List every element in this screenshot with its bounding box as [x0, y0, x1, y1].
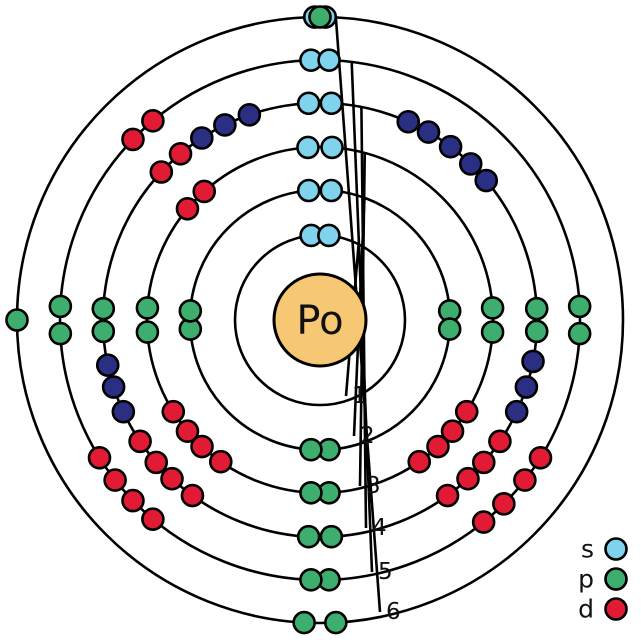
electron-p-shell5-5 [299, 568, 323, 592]
shell-number-label-6: 6 [386, 599, 401, 625]
shell-number-label-1: 1 [352, 383, 367, 409]
electron-f-shell4-22 [213, 113, 237, 137]
electron-d-shell3-17 [192, 179, 217, 204]
electron-p-shell5-2 [48, 321, 73, 346]
electron-f-shell4-21 [514, 375, 539, 399]
electron-p-shell3-3 [135, 296, 160, 320]
electron-s-shell2-0 [296, 178, 321, 203]
electron-d-shell3-15 [407, 449, 432, 474]
electron-d-shell4-16 [168, 141, 193, 166]
electron-f-shell4-28 [95, 353, 120, 377]
electron-d-shell3-9 [161, 399, 186, 424]
electron-p-shell2-5 [299, 437, 323, 462]
electron-d-shell5-12 [528, 445, 553, 470]
shell-number-label-4: 4 [372, 515, 387, 541]
electron-p-shell4-7 [524, 319, 549, 344]
electron-f-shell4-19 [101, 375, 126, 399]
legend-swatch-s [604, 537, 628, 561]
electron-p-shell5-7 [567, 321, 592, 346]
electron-d-shell5-9 [87, 445, 112, 470]
electron-d-shell3-14 [426, 434, 450, 459]
electron-d-shell4-10 [180, 483, 205, 508]
legend-label-d: d [578, 595, 594, 624]
electron-d-shell4-14 [456, 466, 480, 491]
shell-number-label-2: 2 [360, 423, 375, 449]
electron-d-shell5-14 [492, 492, 516, 516]
electron-p-shell3-2 [135, 320, 160, 344]
electron-p-shell4-3 [91, 296, 116, 321]
electron-d-shell5-8 [103, 468, 127, 492]
electron-f-shell4-18 [111, 399, 136, 424]
electron-f-shell4-26 [396, 109, 421, 134]
electron-s-shell1-1 [317, 223, 341, 248]
legend-swatch-d [604, 597, 628, 621]
shell-number-labels-layer: 1 2 3 4 5 6 [352, 383, 401, 625]
electron-d-shell3-16 [175, 196, 200, 221]
electron-s-shell3-1 [320, 135, 344, 160]
electron-f-shell4-25 [438, 134, 463, 159]
electron-p-shell3-5 [299, 480, 323, 505]
electron-d-shell4-9 [128, 429, 152, 454]
electron-d-shell3-12 [454, 399, 479, 424]
electron-d-shell4-8 [144, 450, 169, 475]
electron-p-shell6-3 [324, 610, 348, 635]
electron-d-shell4-11 [160, 466, 184, 491]
electron-d-shell4-13 [471, 450, 496, 475]
electron-p-shell2-7 [437, 317, 462, 341]
electron-d-shell3-13 [440, 419, 465, 444]
electron-s-shell4-0 [296, 91, 321, 116]
electron-p-shell3-6 [480, 296, 505, 320]
electron-s-shell2-1 [319, 178, 344, 203]
electron-p-shell3-7 [480, 320, 505, 344]
electron-f-shell4-23 [190, 126, 214, 150]
electron-d-shell5-15 [471, 510, 496, 534]
electron-d-shell3-11 [190, 434, 214, 459]
electron-f-shell4-31 [474, 168, 499, 193]
electron-d-shell4-12 [488, 429, 512, 454]
shell-number-label-5: 5 [378, 559, 393, 585]
electron-d-shell4-15 [435, 483, 460, 508]
electron-d-shell3-10 [208, 449, 233, 474]
electron-f-shell4-29 [521, 349, 545, 374]
electron-s-shell4-1 [319, 91, 344, 116]
legend-label-p: p [578, 565, 594, 594]
electron-d-shell5-10 [141, 507, 165, 531]
legend-swatch-p [604, 567, 628, 591]
nucleus-layer: Po [272, 272, 368, 368]
electron-f-shell4-27 [458, 152, 483, 176]
electron-s-shell3-0 [296, 135, 320, 160]
electron-f-shell4-30 [237, 103, 262, 127]
electron-f-shell4-20 [504, 399, 529, 424]
electron-p-shell4-4 [319, 524, 344, 549]
electron-s-shell5-1 [317, 48, 341, 72]
electron-d-shell3-8 [175, 419, 200, 444]
legend-label-s: s [581, 535, 594, 564]
legend: spd [578, 535, 628, 624]
electron-f-shell4-24 [416, 120, 441, 144]
electron-d-shell5-17 [141, 109, 165, 133]
electron-p-shell6-4 [292, 610, 316, 635]
electron-d-shell5-11 [121, 488, 145, 513]
electron-d-shell5-16 [121, 127, 145, 152]
electron-p-shell2-3 [178, 299, 203, 323]
electron-p-shell4-2 [91, 319, 116, 344]
electrons-layer [5, 5, 592, 635]
nucleus-element-symbol: Po [296, 298, 343, 344]
electron-p-shell6-2 [5, 308, 29, 332]
nucleus [272, 272, 368, 368]
electron-p-shell4-5 [296, 524, 321, 549]
electron-p-shell6-5 [308, 5, 332, 29]
electron-p-shell5-3 [48, 294, 73, 319]
electron-d-shell4-17 [149, 160, 174, 184]
shell-number-label-3: 3 [366, 473, 381, 499]
electron-p-shell4-6 [524, 296, 549, 321]
electron-p-shell5-6 [567, 294, 592, 319]
electron-d-shell5-13 [513, 468, 537, 492]
